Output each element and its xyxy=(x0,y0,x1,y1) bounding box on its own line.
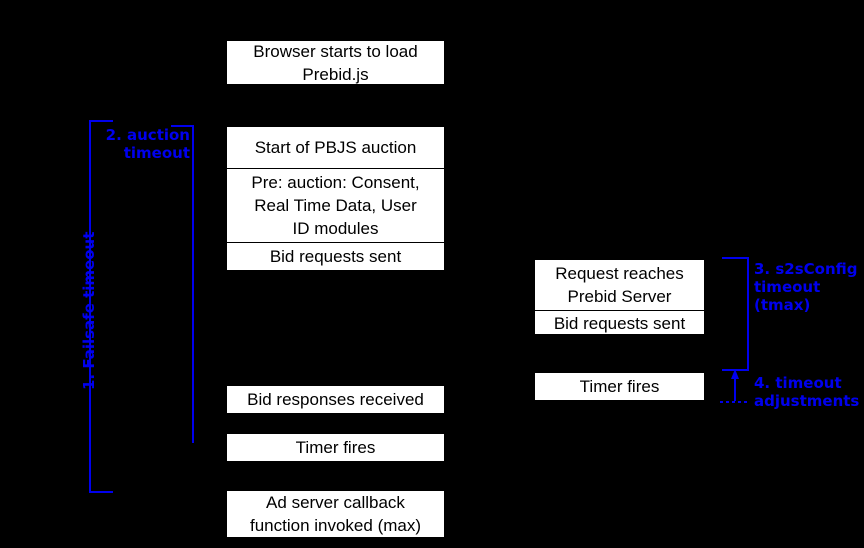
process-box-label: Timer fires xyxy=(295,438,376,457)
process-box-server-timer-fires: Timer fires xyxy=(534,372,705,401)
annotation-label-timeout-adjustments: 4. timeout adjustments xyxy=(754,374,860,410)
process-group-auction: Start of PBJS auction Pre: auction: Cons… xyxy=(226,126,445,271)
annotation-label-failsafe-timeout: 1. Failsafe timeout xyxy=(80,231,98,390)
process-box-label: Browser starts to load Prebid.js xyxy=(253,41,418,84)
process-box-ad-server-callback: Ad server callback function invoked (max… xyxy=(226,490,445,538)
process-box-timer-fires: Timer fires xyxy=(226,433,445,462)
process-box-label: Bid responses received xyxy=(247,390,424,409)
process-group-server: Request reaches Prebid Server Bid reques… xyxy=(534,259,705,335)
bracket-s2sconfig-timeout xyxy=(722,257,749,371)
process-box-request-reaches-server: Request reaches Prebid Server xyxy=(535,260,704,310)
process-box-label: Request reaches Prebid Server xyxy=(555,264,684,306)
process-box-auction-start: Start of PBJS auction xyxy=(227,127,444,168)
process-box-label: Bid requests sent xyxy=(269,247,402,266)
process-box-bid-requests-sent: Bid requests sent xyxy=(227,242,444,270)
process-box-label: Ad server callback function invoked (max… xyxy=(249,493,422,535)
process-box-label: Timer fires xyxy=(579,377,660,396)
arrow-timeout-adjustments xyxy=(720,369,748,403)
annotation-label-s2sconfig-timeout: 3. s2sConfig timeout (tmax) xyxy=(754,260,858,314)
process-box-bid-responses-received: Bid responses received xyxy=(226,385,445,414)
process-box-browser-load: Browser starts to load Prebid.js xyxy=(226,40,445,85)
process-box-label: Pre: auction: Consent, Real Time Data, U… xyxy=(251,173,420,238)
bracket-auction-timeout xyxy=(171,125,194,443)
process-box-label: Bid requests sent xyxy=(553,313,686,333)
process-box-label: Start of PBJS auction xyxy=(254,138,417,157)
process-box-server-bid-requests-sent: Bid requests sent xyxy=(535,310,704,335)
process-box-pre-auction: Pre: auction: Consent, Real Time Data, U… xyxy=(227,168,444,242)
annotation-label-auction-timeout: 2. auction timeout xyxy=(105,126,190,162)
